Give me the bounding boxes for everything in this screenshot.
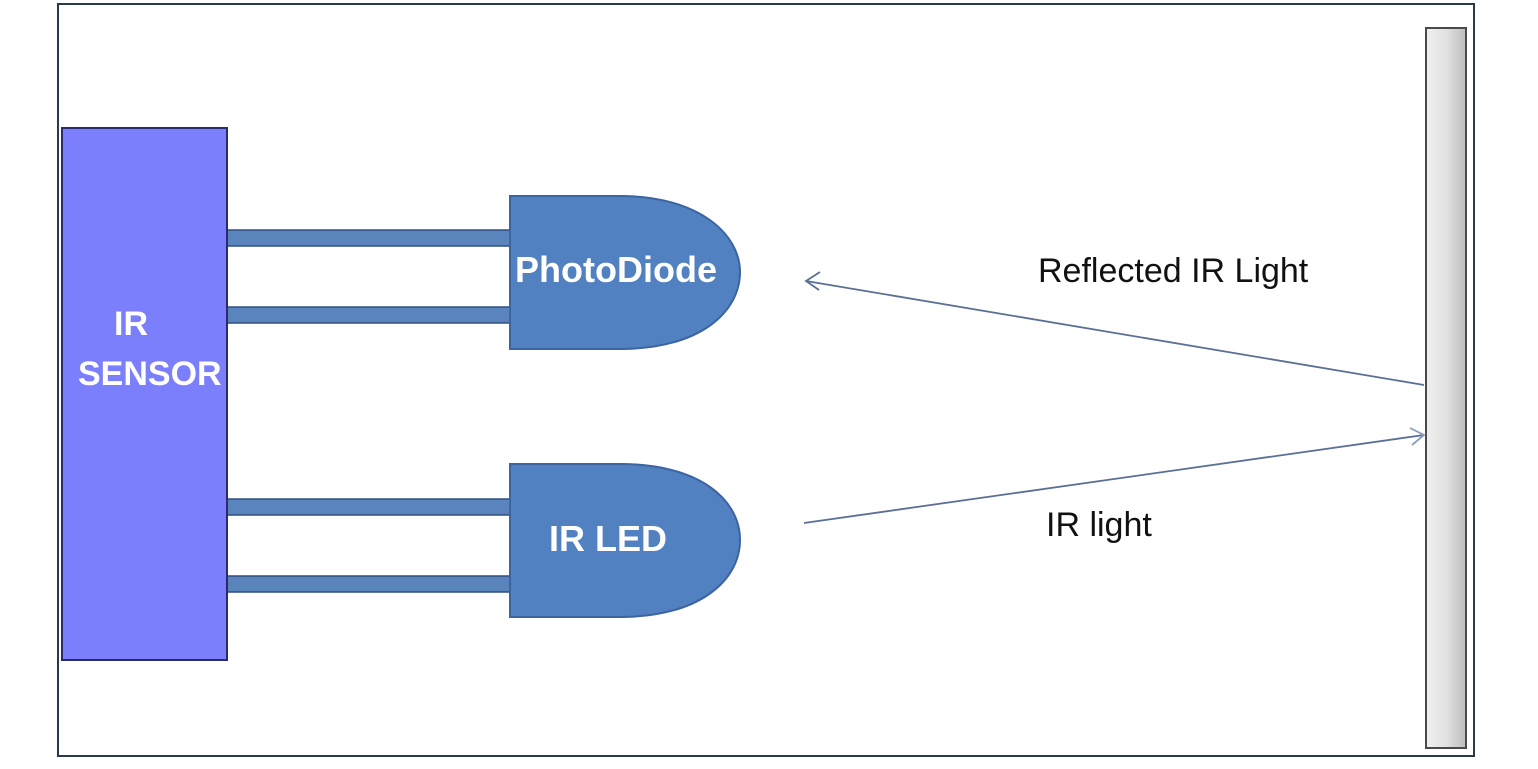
photodiode-lead-bottom bbox=[225, 306, 513, 324]
led-lead-top bbox=[225, 498, 513, 516]
ir-sensor-label-line2: SENSOR bbox=[78, 355, 222, 393]
emitted-beam bbox=[803, 427, 1426, 524]
emitted-beam-label: IR light bbox=[1046, 506, 1152, 544]
reflecting-surface bbox=[1425, 27, 1467, 749]
photodiode-label: PhotoDiode bbox=[515, 249, 717, 290]
photodiode-body bbox=[509, 195, 742, 350]
ir-sensor-block bbox=[61, 127, 228, 661]
led-lead-bottom bbox=[225, 575, 513, 593]
ir-led-body bbox=[509, 463, 742, 618]
ir-sensor-label-line1: IR bbox=[114, 305, 148, 343]
reflected-beam bbox=[804, 271, 1425, 386]
photodiode-lead-top bbox=[225, 229, 513, 247]
reflected-beam-label: Reflected IR Light bbox=[1038, 252, 1309, 290]
reflected-arrowhead bbox=[804, 271, 821, 291]
ir-led-label: IR LED bbox=[549, 518, 667, 559]
diagram-frame bbox=[57, 3, 1475, 757]
emitted-arrowhead bbox=[1409, 427, 1426, 446]
